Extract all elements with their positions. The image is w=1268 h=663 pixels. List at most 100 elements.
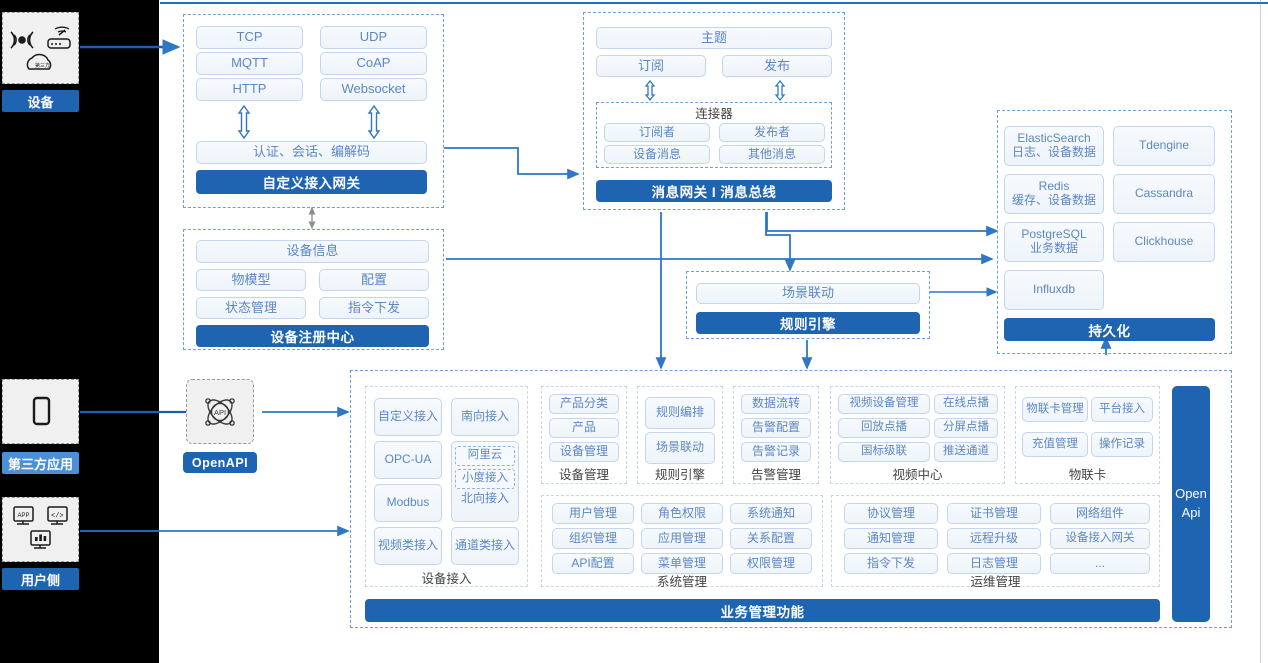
am-alarm-config[interactable]: 告警配置 [741, 418, 811, 438]
om-cert-manage[interactable]: 证书管理 [947, 503, 1041, 524]
sm-relation-config[interactable]: 关系配置 [730, 528, 812, 549]
vc-playback-vod[interactable]: 回放点播 [838, 418, 930, 438]
sm-org-manage[interactable]: 组织管理 [552, 528, 634, 549]
ops-manage-group-label: 运维管理 [831, 571, 1160, 589]
rule-engine-group [686, 271, 930, 339]
da-custom-access[interactable]: 自定义接入 [374, 398, 442, 436]
system-manage-group [541, 495, 823, 587]
vc-playback-vod-label: 回放点播 [861, 421, 907, 434]
be-rule-engine-group [637, 386, 723, 484]
om-log-manage[interactable]: 日志管理 [947, 553, 1041, 574]
rule-engine-title: 规则引擎 [696, 312, 920, 334]
sm-permission-manage[interactable]: 权限管理 [730, 553, 812, 574]
da-video-access[interactable]: 视频类接入 [374, 527, 442, 565]
access-gateway-group [183, 14, 444, 208]
device-info-chip[interactable]: 设备信息 [196, 240, 429, 263]
connector-device-msg[interactable]: 设备消息 [604, 145, 710, 164]
sm-user-manage[interactable]: 用户管理 [552, 503, 634, 524]
svg-text:</>: </> [51, 512, 64, 520]
config-chip[interactable]: 配置 [319, 269, 429, 291]
da-xiaodu[interactable]: 小度接入 [455, 469, 515, 489]
ic-card-manage[interactable]: 物联卡管理 [1022, 397, 1088, 422]
da-channel-access[interactable]: 通道类接入 [451, 527, 519, 565]
dm-product[interactable]: 产品 [549, 418, 619, 438]
db-elasticsearch[interactable]: ElasticSearch 日志、设备数据 [1004, 126, 1104, 166]
dm-device-manage[interactable]: 设备管理 [549, 442, 619, 462]
gateway-codec[interactable]: 认证、会话、编解码 [196, 141, 427, 164]
alarm-manage-group-label: 告警管理 [733, 464, 819, 482]
topic-label: 主题 [700, 29, 727, 45]
subscribe-chip[interactable]: 订阅 [596, 55, 706, 77]
protocol-tcp[interactable]: TCP [196, 26, 303, 49]
system-manage-group-label: 系统管理 [541, 571, 823, 589]
om-remote-upgrade[interactable]: 远程升级 [947, 528, 1041, 549]
ic-recharge-manage[interactable]: 充值管理 [1022, 432, 1088, 457]
command-issue-chip[interactable]: 指令下发 [319, 297, 429, 319]
am-data-flow[interactable]: 数据流转 [741, 394, 811, 414]
re-scene-linkage[interactable]: 场景联动 [645, 432, 715, 464]
state-manage-chip[interactable]: 状态管理 [196, 297, 306, 319]
connector-title-label: 连接器 [695, 107, 733, 121]
db-clickhouse[interactable]: Clickhouse [1113, 222, 1215, 262]
sm-api-config[interactable]: API配置 [552, 553, 634, 574]
db-redis-sub: 缓存、设备数据 [1011, 193, 1096, 207]
om-device-access-gateway[interactable]: 设备接入网关 [1050, 528, 1150, 549]
sm-role-permission[interactable]: 角色权限 [641, 503, 723, 524]
protocol-http[interactable]: HTTP [196, 78, 303, 101]
om-notice-manage[interactable]: 通知管理 [844, 528, 938, 549]
db-redis[interactable]: Redis 缓存、设备数据 [1004, 174, 1104, 214]
protocol-mqtt[interactable]: MQTT [196, 52, 303, 75]
re-rule-orchestration[interactable]: 规则编排 [645, 397, 715, 429]
scene-linkage-chip[interactable]: 场景联动 [696, 283, 920, 304]
da-southbound[interactable]: 南向接入 [451, 398, 519, 436]
sm-app-manage[interactable]: 应用管理 [641, 528, 723, 549]
protocol-coap[interactable]: CoAP [320, 52, 427, 75]
device-manage-group-label-text: 设备管理 [558, 467, 609, 482]
db-postgresql[interactable]: PostgreSQL 业务数据 [1004, 222, 1104, 262]
topic-chip[interactable]: 主题 [596, 27, 832, 49]
vc-online-vod[interactable]: 在线点播 [934, 394, 998, 414]
sm-system-notice[interactable]: 系统通知 [730, 503, 812, 524]
be-rule-engine-group-label-text: 规则引擎 [654, 467, 705, 482]
da-modbus[interactable]: Modbus [374, 484, 442, 522]
thing-model-chip[interactable]: 物模型 [196, 269, 306, 291]
dm-product-category[interactable]: 产品分类 [549, 394, 619, 414]
sm-app-manage-label: 应用管理 [657, 530, 706, 545]
sm-menu-manage-label: 菜单管理 [657, 555, 706, 570]
state-manage-label: 状态管理 [224, 299, 277, 315]
da-northbound-wrapper[interactable]: 阿里云 小度接入 北向接入 [451, 441, 519, 522]
db-influxdb[interactable]: Influxdb [1004, 270, 1104, 310]
vc-split-screen-vod[interactable]: 分屏点播 [934, 418, 998, 438]
om-protocol-manage[interactable]: 协议管理 [844, 503, 938, 524]
ic-operation-record[interactable]: 操作记录 [1091, 432, 1153, 457]
om-network-component[interactable]: 网络组件 [1050, 503, 1150, 524]
db-tdengine[interactable]: Tdengine [1113, 126, 1215, 166]
open-api-vertical-bar[interactable]: Open Api [1172, 386, 1210, 622]
openapi-tile: API [186, 379, 254, 444]
da-aliyun[interactable]: 阿里云 [455, 446, 515, 466]
vc-video-device-manage[interactable]: 视频设备管理 [838, 394, 930, 414]
vc-push-channel[interactable]: 推送通道 [934, 442, 998, 462]
publish-chip[interactable]: 发布 [722, 55, 832, 77]
be-rule-engine-group-label: 规则引擎 [637, 464, 723, 482]
am-alarm-record[interactable]: 告警记录 [741, 442, 811, 462]
protocol-websocket[interactable]: Websocket [320, 78, 427, 101]
am-data-flow-label: 数据流转 [751, 396, 800, 411]
om-more[interactable]: ... [1050, 553, 1150, 574]
om-command-issue[interactable]: 指令下发 [844, 553, 938, 574]
vc-gb-cascade[interactable]: 国标级联 [838, 442, 930, 462]
message-bus-bidir-arrows [644, 80, 786, 102]
app-monitor-icon: APP [12, 505, 34, 525]
ic-platform-access[interactable]: 平台接入 [1091, 397, 1153, 422]
sm-menu-manage[interactable]: 菜单管理 [641, 553, 723, 574]
connector-subscriber[interactable]: 订阅者 [604, 123, 710, 142]
connector-other-msg[interactable]: 其他消息 [719, 145, 825, 164]
db-cassandra[interactable]: Cassandra [1113, 174, 1215, 214]
command-issue-label: 指令下发 [347, 299, 400, 315]
protocol-udp[interactable]: UDP [320, 26, 427, 49]
da-southbound-label: 南向接入 [460, 409, 509, 424]
video-center-group [830, 386, 1005, 484]
da-opcua[interactable]: OPC-UA [374, 441, 442, 479]
persistence-group [997, 110, 1232, 354]
connector-publisher[interactable]: 发布者 [719, 123, 825, 142]
